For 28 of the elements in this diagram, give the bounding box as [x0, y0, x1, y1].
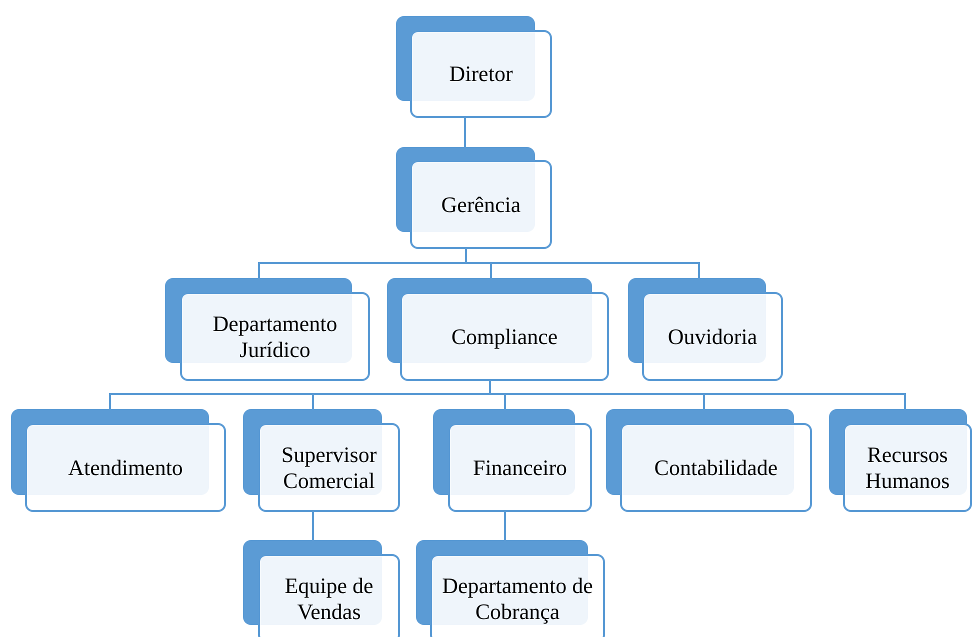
org-box	[642, 292, 783, 381]
box-label: Departamento Jurídico	[212, 310, 338, 362]
org-box	[410, 30, 552, 118]
box-label: Contabilidade	[654, 454, 778, 480]
org-box	[410, 160, 552, 249]
connector-line	[504, 512, 506, 540]
box-label: Ouvidoria	[668, 324, 758, 350]
org-box	[25, 423, 226, 512]
connector-line	[465, 249, 700, 278]
box-label: Atendimento	[68, 454, 183, 480]
connector-line	[464, 118, 466, 147]
box-label: Supervisor Comercial	[280, 442, 378, 494]
box-label: Compliance	[451, 324, 558, 350]
box-label: Equipe de Vendas	[284, 572, 374, 624]
org-box	[843, 423, 972, 512]
box-label: Recursos Humanos	[864, 442, 951, 494]
org-box	[180, 292, 370, 381]
box-label: Diretor	[449, 61, 513, 87]
org-box	[620, 423, 812, 512]
box-label: Financeiro	[472, 454, 568, 480]
box-label: Gerência	[441, 192, 521, 218]
org-box	[430, 554, 605, 637]
org-box	[400, 292, 609, 381]
org-box	[258, 554, 400, 637]
org-box	[448, 423, 592, 512]
connector-line	[312, 512, 314, 540]
box-label: Departamento de Cobrança	[441, 572, 594, 624]
org-box	[258, 423, 400, 512]
